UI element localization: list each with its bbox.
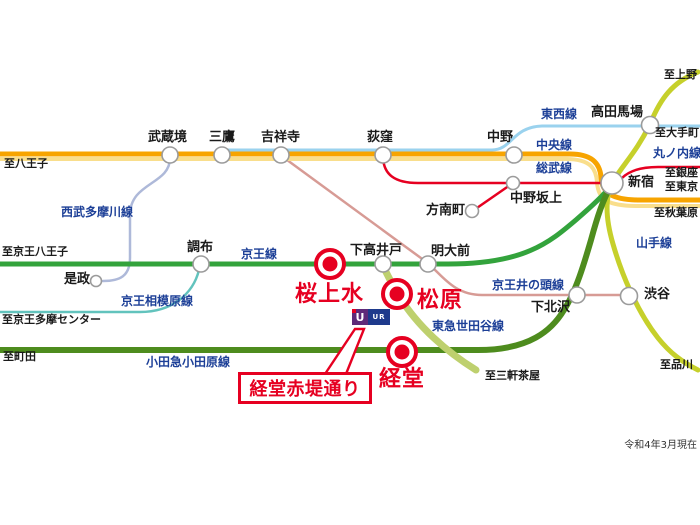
line-name-label: 山手線	[636, 236, 673, 250]
station-label: 明大前	[431, 244, 471, 259]
station-label: 調布	[187, 240, 214, 255]
station-circle	[464, 203, 480, 219]
station-label: 吉祥寺	[261, 130, 301, 145]
destination-label: 至町田	[3, 350, 36, 363]
station-circle	[192, 255, 210, 273]
station-circle	[161, 146, 179, 164]
line-name-label: 総武線	[536, 161, 573, 175]
ur-text: UR	[368, 309, 390, 325]
highlight-station-label: 桜上水	[295, 282, 365, 307]
station-circle	[374, 255, 392, 273]
station-label: 荻窪	[367, 130, 394, 145]
station-circle	[619, 286, 639, 306]
line-name-label: 小田急小田原線	[146, 355, 231, 369]
destination-label: 至銀座	[665, 166, 698, 179]
highlight-station-label: 経堂	[379, 367, 426, 392]
destination-label: 至京王多摩センター	[2, 313, 101, 326]
line-name-label: 西武多摩川線	[61, 205, 134, 219]
station-label: 中野坂上	[510, 191, 563, 206]
station-label: 渋谷	[644, 287, 671, 302]
highlight-station-dot	[322, 256, 338, 272]
destination-label: 至京王八王子	[2, 245, 68, 258]
station-circle	[213, 146, 231, 164]
ur-u-icon: U	[352, 309, 368, 325]
rail-line-keio-sagamihara	[0, 268, 201, 314]
line-name-label: 京王線	[241, 247, 278, 261]
rail-line-seibu-tamagawa	[101, 156, 172, 283]
rail-line-keio	[0, 185, 612, 267]
station-label: 三鷹	[209, 130, 236, 145]
station-label: 中野	[487, 130, 514, 145]
station-label: 是政	[64, 272, 91, 287]
highlight-station-label: 松原	[417, 288, 464, 313]
station-circle	[505, 146, 523, 164]
ur-logo-badge: U UR	[352, 309, 390, 325]
destination-label: 至品川	[660, 358, 693, 371]
station-circle	[600, 171, 624, 195]
station-label: 下高井戸	[350, 243, 403, 258]
station-label: 武蔵境	[148, 130, 188, 145]
rail-line-tozai	[216, 124, 700, 152]
destination-label: 至東京	[665, 180, 698, 193]
ur-u-glyph: U	[355, 310, 365, 324]
line-name-label: 東西線	[541, 107, 578, 121]
line-name-label: 京王相模原線	[121, 294, 194, 308]
station-label: 下北沢	[531, 300, 571, 315]
station-label: 新宿	[628, 175, 655, 190]
station-circle	[640, 115, 660, 135]
line-name-label: 京王井の頭線	[492, 278, 565, 292]
station-label: 高田馬場	[591, 105, 644, 120]
highlight-station-dot	[394, 344, 410, 360]
line-name-label: 中央線	[536, 138, 573, 152]
destination-label: 至上野	[664, 68, 697, 81]
station-circle	[272, 146, 290, 164]
destination-label: 至秋葉原	[654, 206, 698, 219]
station-circle	[568, 286, 586, 304]
station-circle	[505, 175, 521, 191]
destination-label: 至三軒茶屋	[485, 369, 540, 382]
ur-red-accent-icon	[352, 309, 356, 313]
destination-label: 至八王子	[4, 157, 48, 170]
station-circle	[374, 146, 392, 164]
rail-line-chuo	[0, 151, 700, 203]
line-name-label: 丸ノ内線	[653, 146, 700, 160]
station-circle	[419, 255, 437, 273]
highlight-station-dot	[389, 286, 405, 302]
callout-box-kyodo-akatsutsumi: 経堂赤堤通り	[238, 372, 372, 404]
line-name-label: 東急世田谷線	[432, 319, 505, 333]
station-label: 方南町	[426, 203, 466, 218]
date-note: 令和4年3月現在	[624, 440, 697, 451]
destination-label: 至大手町	[655, 126, 699, 139]
station-circle	[89, 274, 103, 288]
callout-label: 経堂赤堤通り	[249, 379, 361, 400]
